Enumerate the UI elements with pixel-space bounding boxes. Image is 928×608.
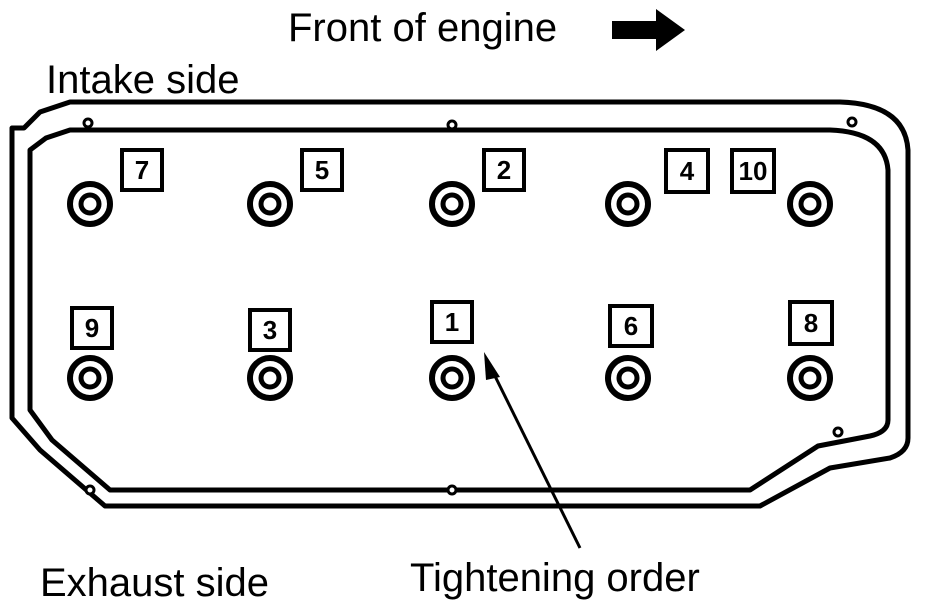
bolt-order-number: 2 bbox=[497, 155, 511, 185]
bolt-order-badge: 4 bbox=[664, 148, 710, 194]
head-bolt bbox=[429, 355, 475, 401]
tightening-order-pointer bbox=[484, 352, 582, 549]
exhaust-side-label: Exhaust side bbox=[40, 561, 270, 605]
dowel-hole bbox=[832, 426, 844, 438]
intake-side-label: Intake side bbox=[46, 58, 240, 102]
bolt-order-badge: 10 bbox=[730, 148, 776, 194]
head-bolt bbox=[67, 181, 113, 227]
dowel-hole bbox=[84, 484, 96, 496]
bolt-order-number: 5 bbox=[315, 155, 329, 185]
bolt-order-number: 4 bbox=[680, 156, 695, 186]
front-of-engine-label: Front of engine bbox=[288, 6, 558, 50]
dowel-hole bbox=[846, 116, 858, 128]
dowel-hole bbox=[446, 119, 458, 131]
pointer-arrowhead-icon bbox=[484, 352, 500, 380]
head-bolts bbox=[67, 181, 833, 401]
tightening-order-label: Tightening order bbox=[410, 556, 700, 600]
bolt-order-badge: 8 bbox=[788, 300, 834, 346]
bolt-order-number: 10 bbox=[739, 156, 768, 186]
front-direction-arrow-icon bbox=[612, 9, 685, 51]
dowel-hole bbox=[82, 117, 94, 129]
bolt-order-number: 3 bbox=[263, 315, 277, 345]
head-bolt bbox=[429, 181, 475, 227]
gasket-inner-outline bbox=[27, 127, 891, 493]
bolt-order-number: 9 bbox=[85, 313, 99, 343]
gasket-outer-outline bbox=[9, 99, 911, 509]
bolt-order-badge: 9 bbox=[70, 306, 114, 350]
bolt-order-badge: 1 bbox=[430, 300, 474, 344]
bolt-order-number: 7 bbox=[135, 155, 149, 185]
head-bolt bbox=[247, 181, 293, 227]
bolt-order-number: 6 bbox=[624, 311, 638, 341]
bolt-order-badge: 3 bbox=[248, 308, 292, 352]
bolt-order-badge: 7 bbox=[120, 148, 164, 192]
head-bolt bbox=[787, 355, 833, 401]
bolt-order-badge: 5 bbox=[300, 148, 344, 192]
dowel-holes bbox=[82, 116, 858, 496]
head-bolt bbox=[605, 355, 651, 401]
head-bolt bbox=[247, 355, 293, 401]
tightening-order-numbers: 7 5 2 4 10 9 3 1 6 8 bbox=[70, 148, 834, 352]
bolt-order-number: 8 bbox=[804, 308, 818, 338]
bolt-order-badge: 2 bbox=[482, 148, 526, 192]
bolt-order-badge: 6 bbox=[608, 304, 654, 348]
head-bolt bbox=[67, 355, 113, 401]
head-bolt bbox=[787, 181, 833, 227]
bolt-order-number: 1 bbox=[445, 307, 459, 337]
head-bolt bbox=[605, 181, 651, 227]
dowel-hole bbox=[446, 484, 458, 496]
